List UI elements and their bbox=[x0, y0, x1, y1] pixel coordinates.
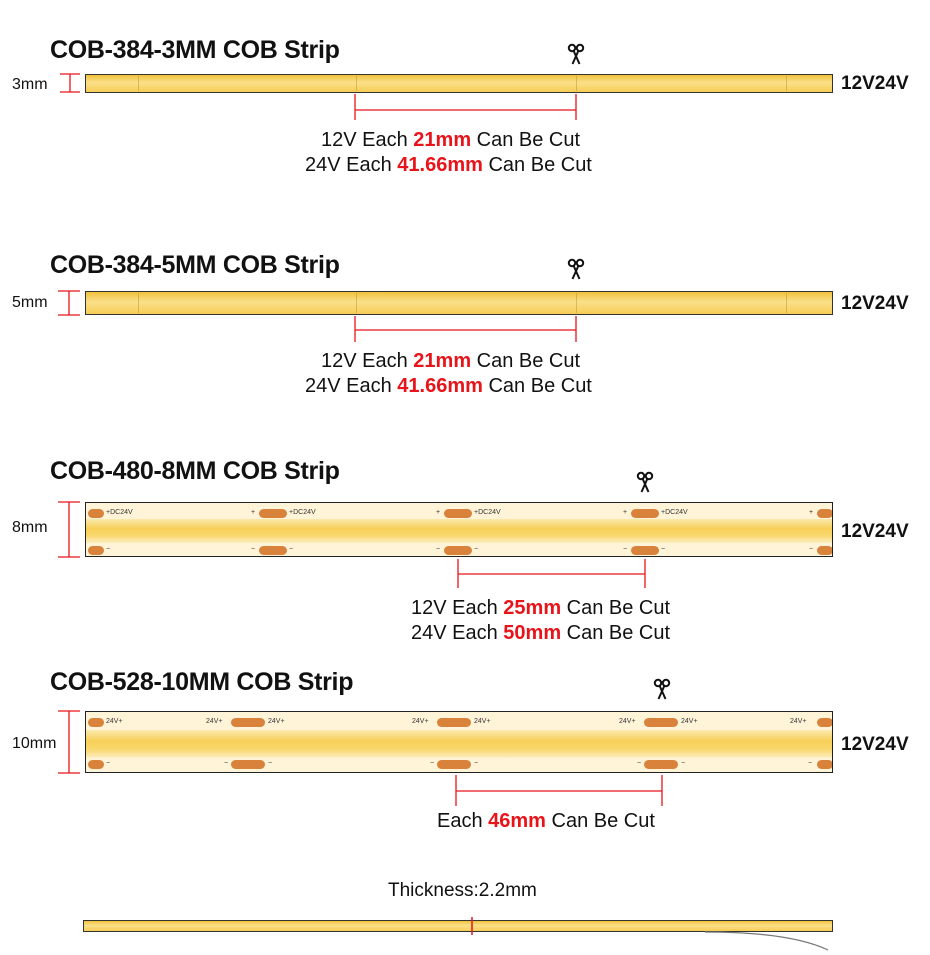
strip-1-cut-line-1: 12V Each 21mm Can Be Cut bbox=[321, 129, 581, 151]
strip-3-cut-line-1: 12V Each 25mm Can Be Cut bbox=[411, 597, 671, 619]
strip-2-voltage: 12V24V bbox=[841, 293, 909, 314]
strip-4-led-strip: 24V+ 24V+ 24V+ 24V+ 24V+ 24V+ 24V+ 24V+ … bbox=[85, 711, 833, 773]
strip-3-width-label: 8mm bbox=[12, 519, 48, 536]
strip-3-dimension-lines bbox=[58, 501, 646, 588]
thickness-strip-curve bbox=[704, 931, 829, 951]
strip-4-cut-line-1: Each 46mm Can Be Cut bbox=[437, 810, 655, 832]
strip-1-title: COB-384-3MM COB Strip bbox=[50, 36, 340, 64]
scissors-icon bbox=[567, 258, 585, 280]
strip-2-dimension-lines bbox=[58, 290, 577, 342]
thickness-label: Thickness:2.2mm bbox=[388, 880, 537, 901]
strip-4-dimension-lines bbox=[58, 710, 663, 806]
strip-3-cut-line-2: 24V Each 50mm Can Be Cut bbox=[411, 622, 671, 644]
strip-3-voltage: 12V24V bbox=[841, 521, 909, 542]
strip-1-led-strip bbox=[85, 74, 833, 93]
strip-1-dimension-lines bbox=[60, 73, 577, 120]
strip-3-title: COB-480-8MM COB Strip bbox=[50, 457, 340, 485]
strip-3-led-strip: +DC24V + +DC24V + +DC24V + +DC24V + − − … bbox=[85, 502, 833, 557]
scissors-icon bbox=[636, 471, 654, 493]
strip-1-width-label: 3mm bbox=[12, 76, 48, 93]
strip-1-cut-line-2: 24V Each 41.66mm Can Be Cut bbox=[305, 154, 592, 176]
strip-2-led-strip bbox=[85, 291, 833, 315]
strip-4-voltage: 12V24V bbox=[841, 734, 909, 755]
strip-2-cut-line-1: 12V Each 21mm Can Be Cut bbox=[321, 350, 581, 372]
strip-4-title: COB-528-10MM COB Strip bbox=[50, 668, 354, 696]
scissors-icon bbox=[653, 678, 671, 700]
strip-2-width-label: 5mm bbox=[12, 294, 48, 311]
thickness-strip bbox=[83, 920, 833, 932]
strip-2-title: COB-384-5MM COB Strip bbox=[50, 251, 340, 279]
strip-2-cut-line-2: 24V Each 41.66mm Can Be Cut bbox=[305, 375, 592, 397]
strip-4-width-label: 10mm bbox=[12, 735, 57, 752]
scissors-icon bbox=[567, 43, 585, 65]
strip-1-voltage: 12V24V bbox=[841, 73, 909, 94]
